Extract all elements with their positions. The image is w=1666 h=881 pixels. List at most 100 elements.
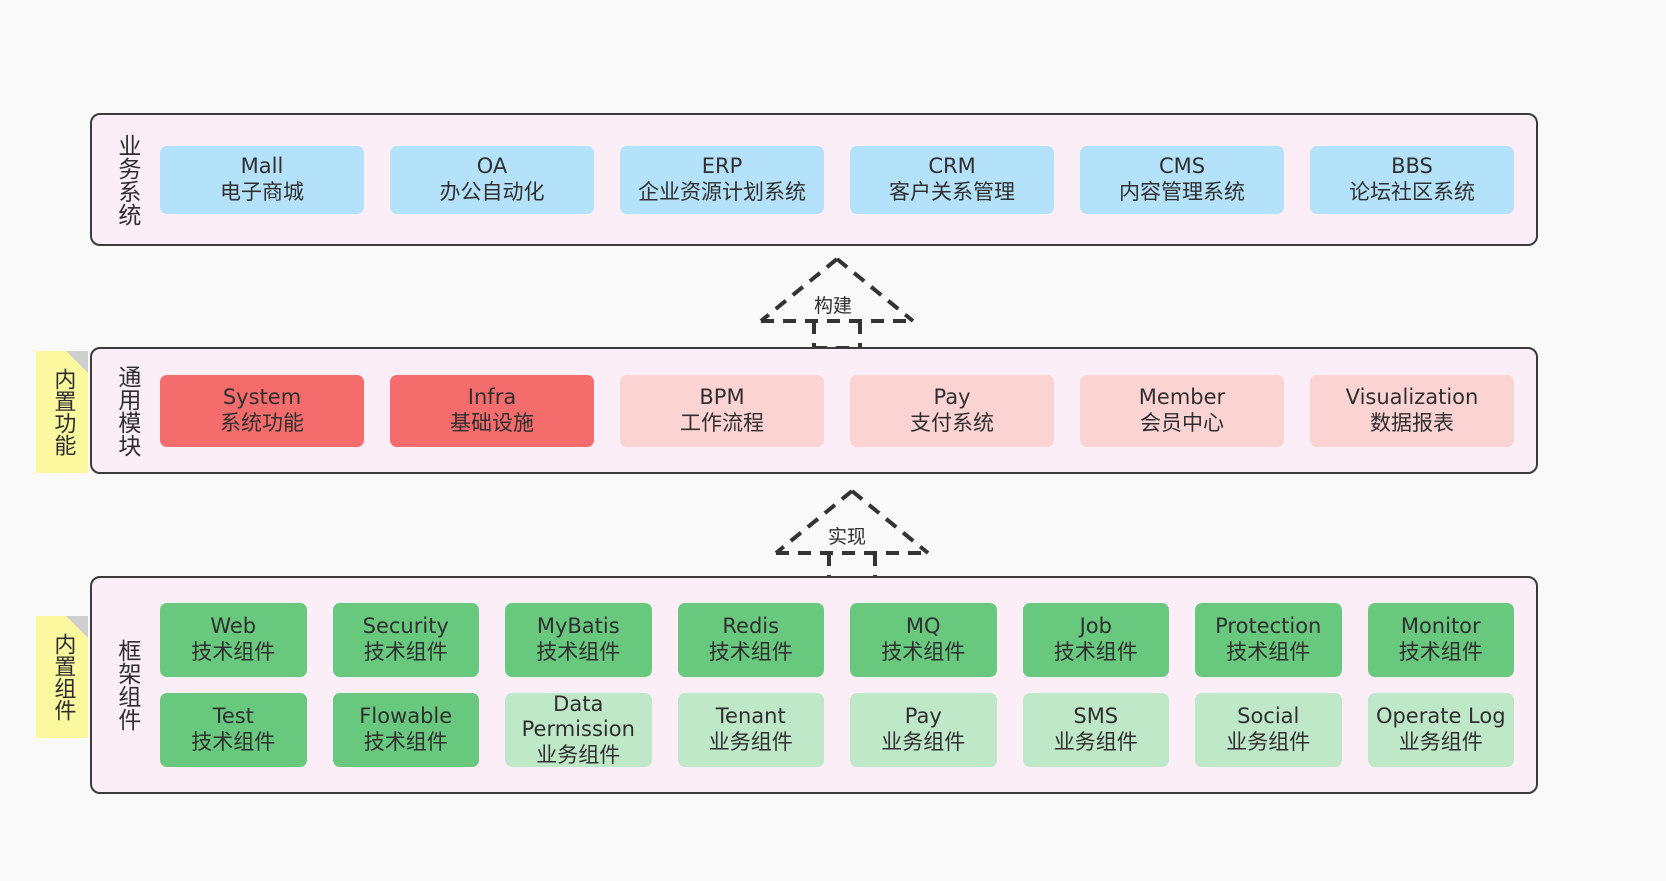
card-crm[interactable]: CRM 客户关系管理	[850, 145, 1054, 214]
card-redis[interactable]: Redis 技术组件	[677, 603, 824, 677]
card-subtitle: 技术组件	[1053, 640, 1138, 664]
card-subtitle: 业务组件	[1226, 730, 1311, 754]
card-subtitle: 技术组件	[1398, 640, 1483, 664]
layer-body-common: System 系统功能 Infra 基础设施 BPM 工作流程 Pay 支付系统…	[154, 374, 1536, 447]
card-mall[interactable]: Mall 电子商城	[160, 145, 364, 214]
card-operate-log[interactable]: Operate Log 业务组件	[1367, 693, 1514, 767]
card-row: System 系统功能 Infra 基础设施 BPM 工作流程 Pay 支付系统…	[160, 374, 1514, 447]
card-visualization[interactable]: Visualization 数据报表	[1310, 374, 1514, 447]
card-title: Operate Log	[1375, 704, 1506, 729]
layer-common-module: 通用模块 System 系统功能 Infra 基础设施 BPM 工作流程 Pay…	[90, 347, 1538, 474]
layer-title-framework: 框架组件	[113, 639, 140, 731]
card-subtitle: 客户关系管理	[889, 179, 1015, 204]
card-subtitle: 技术组件	[191, 730, 276, 754]
card-subtitle: 办公自动化	[439, 179, 545, 204]
card-mq[interactable]: MQ 技术组件	[850, 603, 997, 677]
card-subtitle: 技术组件	[1226, 640, 1311, 664]
card-pay[interactable]: Pay 支付系统	[850, 374, 1054, 447]
layer-business-system: 业务系统 Mall 电子商城 OA 办公自动化 ERP 企业资源计划系统 CRM…	[90, 113, 1538, 246]
card-title: MyBatis	[536, 614, 620, 639]
card-bbs[interactable]: BBS 论坛社区系统	[1310, 145, 1514, 214]
card-subtitle: 内容管理系统	[1119, 179, 1245, 204]
card-title: Infra	[467, 384, 517, 409]
card-subtitle: 数据报表	[1370, 410, 1454, 435]
card-title: Member	[1138, 384, 1226, 409]
card-subtitle: 技术组件	[363, 640, 448, 664]
connector-build-label: 构建	[812, 295, 855, 317]
card-tenant[interactable]: Tenant 业务组件	[677, 693, 824, 767]
card-subtitle: 技术组件	[881, 640, 966, 664]
card-title: BBS	[1391, 153, 1433, 178]
card-title: Flowable	[359, 704, 453, 729]
card-title: Pay	[904, 704, 942, 729]
card-subtitle: 业务组件	[1398, 730, 1483, 754]
card-row: Web 技术组件 Security 技术组件 MyBatis 技术组件 Redi…	[160, 603, 1514, 677]
card-subtitle: 工作流程	[680, 410, 764, 435]
card-title: CMS	[1158, 153, 1206, 178]
card-monitor[interactable]: Monitor 技术组件	[1367, 603, 1514, 677]
card-row: Mall 电子商城 OA 办公自动化 ERP 企业资源计划系统 CRM 客户关系…	[160, 145, 1514, 214]
card-cms[interactable]: CMS 内容管理系统	[1080, 145, 1284, 214]
card-title: Mall	[240, 153, 284, 178]
card-subtitle: 支付系统	[910, 410, 994, 435]
card-job[interactable]: Job 技术组件	[1022, 603, 1169, 677]
card-title: Protection	[1215, 614, 1322, 639]
layer-title-common: 通用模块	[113, 364, 140, 457]
layer-title-business: 业务系统	[113, 133, 140, 226]
card-social[interactable]: Social 业务组件	[1195, 693, 1342, 767]
card-protection[interactable]: Protection 技术组件	[1195, 603, 1342, 677]
note-builtin-components: 内置组件	[36, 616, 88, 738]
card-title: ERP	[701, 153, 743, 178]
card-title: Tenant	[715, 704, 786, 729]
card-web[interactable]: Web 技术组件	[160, 603, 307, 677]
card-test[interactable]: Test 技术组件	[160, 693, 307, 767]
card-subtitle: 企业资源计划系统	[638, 179, 806, 204]
card-title: Data Permission	[521, 691, 635, 742]
card-security[interactable]: Security 技术组件	[332, 603, 479, 677]
card-bpm[interactable]: BPM 工作流程	[620, 374, 824, 447]
card-subtitle: 电子商城	[220, 179, 304, 204]
card-data-permission[interactable]: Data Permission 业务组件	[505, 691, 652, 767]
card-mybatis[interactable]: MyBatis 技术组件	[505, 603, 652, 677]
card-pay-business[interactable]: Pay 业务组件	[850, 693, 997, 767]
card-title: CRM	[928, 153, 976, 178]
card-subtitle: 技术组件	[191, 640, 276, 664]
card-subtitle: 基础设施	[450, 410, 534, 435]
layer-body-business: Mall 电子商城 OA 办公自动化 ERP 企业资源计划系统 CRM 客户关系…	[154, 145, 1536, 214]
card-erp[interactable]: ERP 企业资源计划系统	[620, 145, 824, 214]
card-subtitle: 会员中心	[1140, 410, 1224, 435]
card-title: OA	[476, 153, 508, 178]
card-title: Redis	[722, 614, 780, 639]
card-subtitle: 技术组件	[536, 640, 621, 664]
card-subtitle: 技术组件	[708, 640, 793, 664]
card-member[interactable]: Member 会员中心	[1080, 374, 1284, 447]
card-subtitle: 业务组件	[708, 730, 793, 754]
card-title: System	[222, 384, 302, 409]
connector-implement-label: 实现	[826, 526, 869, 548]
card-infra[interactable]: Infra 基础设施	[390, 374, 594, 447]
card-title: Social	[1237, 704, 1300, 729]
card-title: Monitor	[1400, 614, 1481, 639]
card-title: MQ	[905, 614, 941, 639]
card-title: Pay	[933, 384, 971, 409]
note-label: 内置组件	[50, 633, 76, 721]
card-title: Security	[362, 614, 449, 639]
note-label: 内置功能	[50, 368, 76, 456]
card-subtitle: 业务组件	[536, 742, 621, 767]
card-title: BPM	[699, 384, 745, 409]
card-title: Test	[212, 704, 254, 729]
layer-body-framework: Web 技术组件 Security 技术组件 MyBatis 技术组件 Redi…	[154, 603, 1536, 767]
card-system[interactable]: System 系统功能	[160, 374, 364, 447]
card-subtitle: 业务组件	[1053, 730, 1138, 754]
card-subtitle: 业务组件	[881, 730, 966, 754]
card-flowable[interactable]: Flowable 技术组件	[332, 693, 479, 767]
card-subtitle: 技术组件	[363, 730, 448, 754]
card-oa[interactable]: OA 办公自动化	[390, 145, 594, 214]
card-subtitle: 论坛社区系统	[1349, 179, 1475, 204]
card-title: Web	[210, 614, 257, 639]
card-title: SMS	[1073, 704, 1119, 729]
note-builtin-features: 内置功能	[36, 351, 88, 473]
card-sms[interactable]: SMS 业务组件	[1022, 693, 1169, 767]
layer-framework-component: 框架组件 Web 技术组件 Security 技术组件 MyBatis 技术组件…	[90, 576, 1538, 794]
